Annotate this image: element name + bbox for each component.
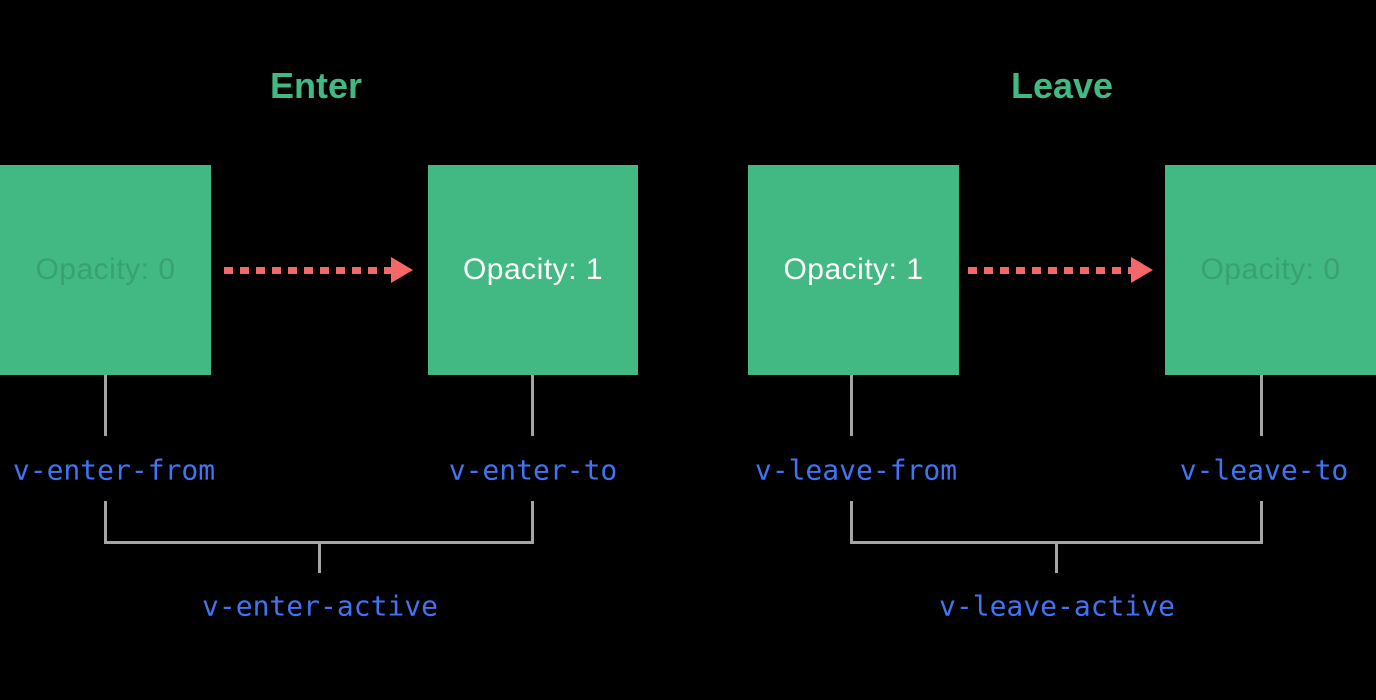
connector-line [104, 375, 107, 436]
enter-from-box: Opacity: 0 [0, 165, 211, 375]
leave-transition-arrow-icon [968, 257, 1153, 283]
leave-from-class-label: v-leave-from [754, 453, 958, 487]
connector-line [1260, 375, 1263, 436]
connector-line [1260, 501, 1263, 544]
connector-line [531, 501, 534, 544]
enter-section-title: Enter [269, 65, 363, 106]
enter-to-box-label: Opacity: 1 [462, 253, 604, 286]
arrow-dashed-line [968, 267, 1133, 274]
enter-transition-arrow-icon [224, 257, 413, 283]
enter-from-class-label: v-enter-from [12, 453, 216, 487]
connector-line [531, 375, 534, 436]
enter-to-box: Opacity: 1 [428, 165, 638, 375]
arrow-dashed-line [224, 267, 393, 274]
arrow-head-icon [391, 257, 413, 283]
enter-to-class-label: v-enter-to [448, 453, 618, 487]
connector-line [104, 501, 107, 544]
enter-from-box-label: Opacity: 0 [35, 253, 176, 286]
leave-to-box: Opacity: 0 [1165, 165, 1376, 375]
bracket-stem [1055, 544, 1058, 573]
connector-line [850, 375, 853, 436]
leave-to-box-label: Opacity: 0 [1200, 253, 1341, 286]
leave-from-box: Opacity: 1 [748, 165, 959, 375]
bracket-line [104, 541, 534, 544]
leave-from-box-label: Opacity: 1 [783, 253, 924, 286]
bracket-line [850, 541, 1263, 544]
enter-active-class-label: v-enter-active [201, 589, 439, 623]
arrow-head-icon [1131, 257, 1153, 283]
leave-to-class-label: v-leave-to [1179, 453, 1349, 487]
leave-section-title: Leave [1010, 65, 1114, 106]
connector-line [850, 501, 853, 544]
leave-active-class-label: v-leave-active [938, 589, 1176, 623]
bracket-stem [318, 544, 321, 573]
